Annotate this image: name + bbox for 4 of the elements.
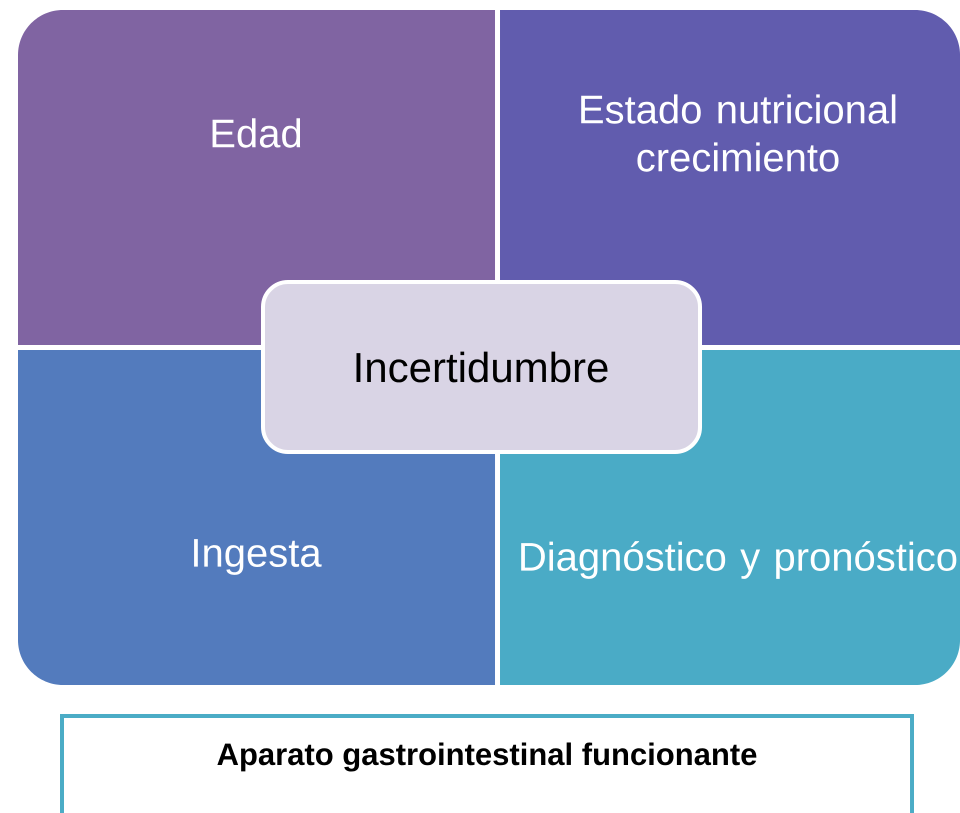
quadrant-box: Estado nutricional crecimiento [500,10,960,345]
quadrant-box: Edad [18,10,495,345]
footer-box: Aparato gastrointestinal funcionante [60,714,914,813]
center-box: Incertidumbre [261,280,702,454]
